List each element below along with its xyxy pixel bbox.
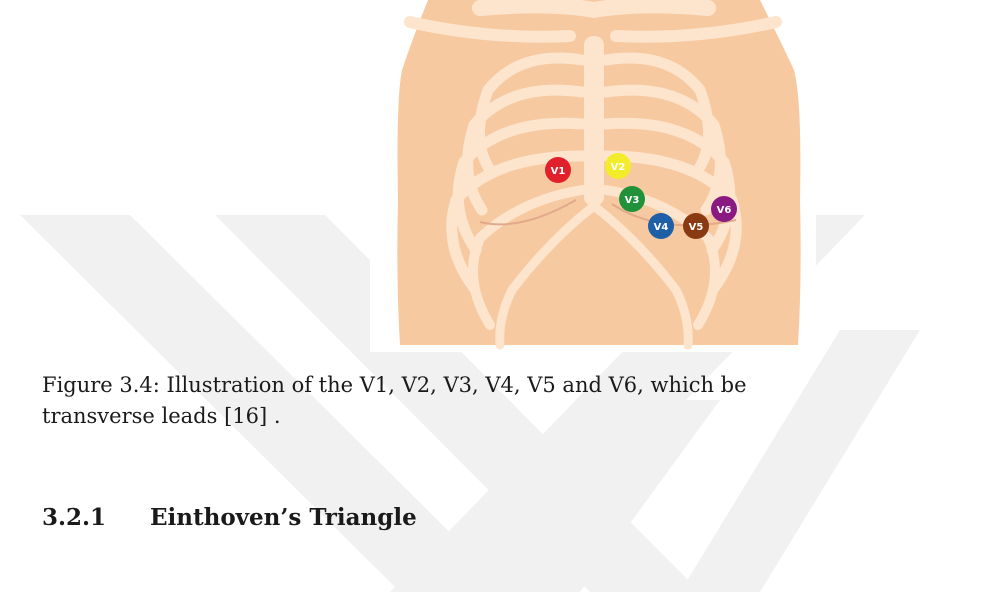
section-title: Einthoven’s Triangle	[150, 504, 417, 531]
electrode-v5: V5	[683, 213, 709, 239]
electrode-label: V2	[611, 162, 626, 173]
figure-caption: Figure 3.4: Illustration of the V1, V2, …	[42, 370, 982, 432]
electrode-label: V5	[689, 222, 704, 233]
electrode-label: V1	[551, 166, 566, 177]
electrode-label: V4	[654, 222, 669, 233]
electrode-v6: V6	[711, 196, 737, 222]
electrode-v2: V2	[605, 153, 631, 179]
electrode-v4: V4	[648, 213, 674, 239]
electrode-label: V6	[717, 205, 732, 216]
electrode-label: V3	[625, 195, 640, 206]
electrode-v1: V1	[545, 157, 571, 183]
caption-line-2: transverse leads [16] .	[42, 401, 982, 432]
section-number: 3.2.1	[42, 504, 150, 531]
caption-line-1: Figure 3.4: Illustration of the V1, V2, …	[42, 370, 982, 401]
electrode-v3: V3	[619, 186, 645, 212]
